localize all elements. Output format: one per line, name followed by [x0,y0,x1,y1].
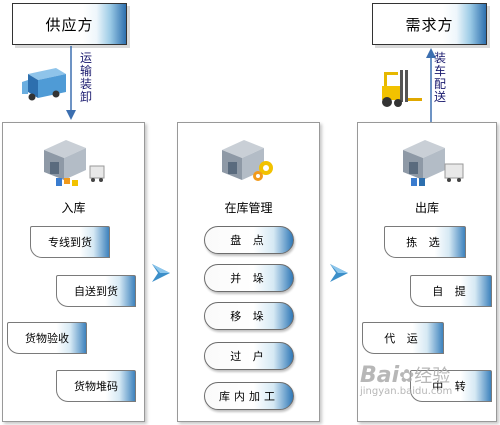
chevron-right-icon [330,264,348,282]
outbound-item: 拣 选 [384,226,466,258]
demand-label: 需求方 [405,15,454,34]
inbound-item: 货物验收 [7,322,87,354]
storage-item-label: 并 垛 [230,272,268,285]
flow-char: 装 [434,51,447,65]
supplier-label: 供应方 [45,15,94,34]
storage-item-label: 过 户 [230,350,268,363]
inbound-item: 专线到货 [30,226,110,258]
storage-item: 移 垛 [204,302,294,330]
storage-item: 过 户 [204,342,294,370]
flow-char: 输 [80,64,93,78]
outbound-item-label: 代 运 [384,332,422,345]
storage-item-label: 移 垛 [230,310,268,323]
flow-char: 车 [434,64,447,78]
inbound-item: 自送到货 [56,275,136,307]
watermark: Bai✿经验 jingyan.baidu.com [360,362,496,404]
right-flow-label: 装 车 配 送 [434,52,448,104]
outbound-title: 出库 [414,201,439,215]
warehouse-inbound-icon [44,140,105,186]
truck-icon [22,68,66,101]
demand-box: 需求方 [372,3,487,45]
storage-item-label: 盘 点 [230,234,268,247]
supplier-box: 供应方 [12,3,127,45]
inbound-item-label: 自送到货 [74,285,118,298]
outbound-item: 代 运 [362,322,444,354]
storage-item: 库内加工 [204,382,294,410]
outbound-item: 中 转 [410,370,492,402]
watermark-url: jingyan.baidu.com [360,386,453,397]
flow-char: 运 [80,51,93,65]
inbound-item-label: 货物验收 [25,332,69,345]
forklift-icon [382,70,422,107]
storage-item-label: 库内加工 [219,390,279,403]
flow-char: 装 [80,77,93,91]
flow-char: 送 [434,90,447,104]
paw-icon: ✿ [399,366,415,387]
storage-item: 盘 点 [204,226,294,254]
inbound-title: 入库 [61,201,86,215]
flow-char: 配 [434,77,447,91]
watermark-brand2: 经验 [414,366,451,387]
outbound-item-label: 拣 选 [406,236,444,249]
outbound-item-label: 自 提 [432,285,470,298]
chevron-right-icon [152,264,170,282]
inbound-item-label: 专线到货 [48,236,92,249]
down-arrow-icon [66,46,76,120]
outbound-item-label: 中 转 [432,380,470,393]
up-arrow-icon [426,48,436,122]
warehouse-outbound-icon [403,140,464,186]
outbound-item: 自 提 [410,275,492,307]
storage-title: 在库管理 [224,201,273,215]
left-flow-label: 运 输 装 卸 [80,52,94,104]
flow-char: 卸 [80,90,93,104]
warehouse-storage-icon [222,140,273,181]
watermark-brand: Bai [360,363,400,388]
inbound-item: 货物堆码 [56,370,136,402]
inbound-item-label: 货物堆码 [74,380,118,393]
storage-item: 并 垛 [204,264,294,292]
